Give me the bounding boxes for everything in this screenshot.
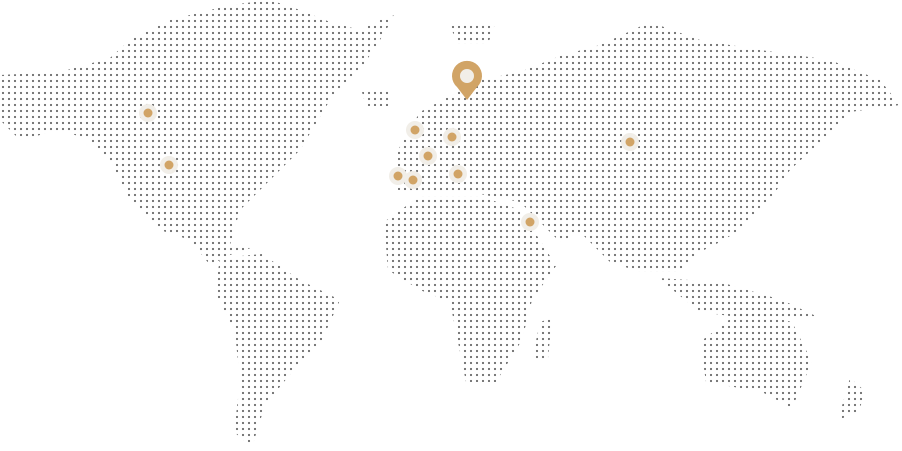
marker-dot-icon — [393, 171, 403, 181]
marker-canada-west[interactable] — [139, 104, 157, 122]
marker-italy[interactable] — [449, 165, 467, 183]
marker-dot-icon — [408, 175, 418, 185]
marker-dot-icon — [143, 108, 153, 118]
marker-dot-icon — [625, 137, 635, 147]
marker-middle-east[interactable] — [521, 213, 539, 231]
north-america — [0, 0, 395, 265]
marker-portugal[interactable] — [389, 167, 407, 185]
marker-dot-icon — [164, 160, 174, 170]
africa — [384, 196, 556, 382]
marker-dot-icon — [410, 125, 420, 135]
eurasia — [398, 22, 900, 272]
marker-spain[interactable] — [404, 171, 422, 189]
southeast-asia — [658, 278, 820, 320]
location-markers — [139, 104, 639, 231]
svalbard — [450, 24, 495, 44]
marker-dot-icon — [525, 217, 535, 227]
marker-usa-central[interactable] — [160, 156, 178, 174]
marker-dot-icon — [453, 169, 463, 179]
marker-dot-icon — [423, 151, 433, 161]
iceland — [362, 90, 392, 106]
marker-uk[interactable] — [406, 121, 424, 139]
south-america — [215, 254, 340, 447]
marker-central-asia[interactable] — [621, 133, 639, 151]
marker-germany[interactable] — [443, 128, 461, 146]
australia — [700, 310, 812, 408]
marker-dot-icon — [447, 132, 457, 142]
new-zealand — [838, 378, 866, 420]
pin-center — [460, 69, 474, 83]
marker-france[interactable] — [419, 147, 437, 165]
madagascar — [532, 318, 552, 360]
location-pin-scandinavia[interactable] — [452, 60, 482, 100]
